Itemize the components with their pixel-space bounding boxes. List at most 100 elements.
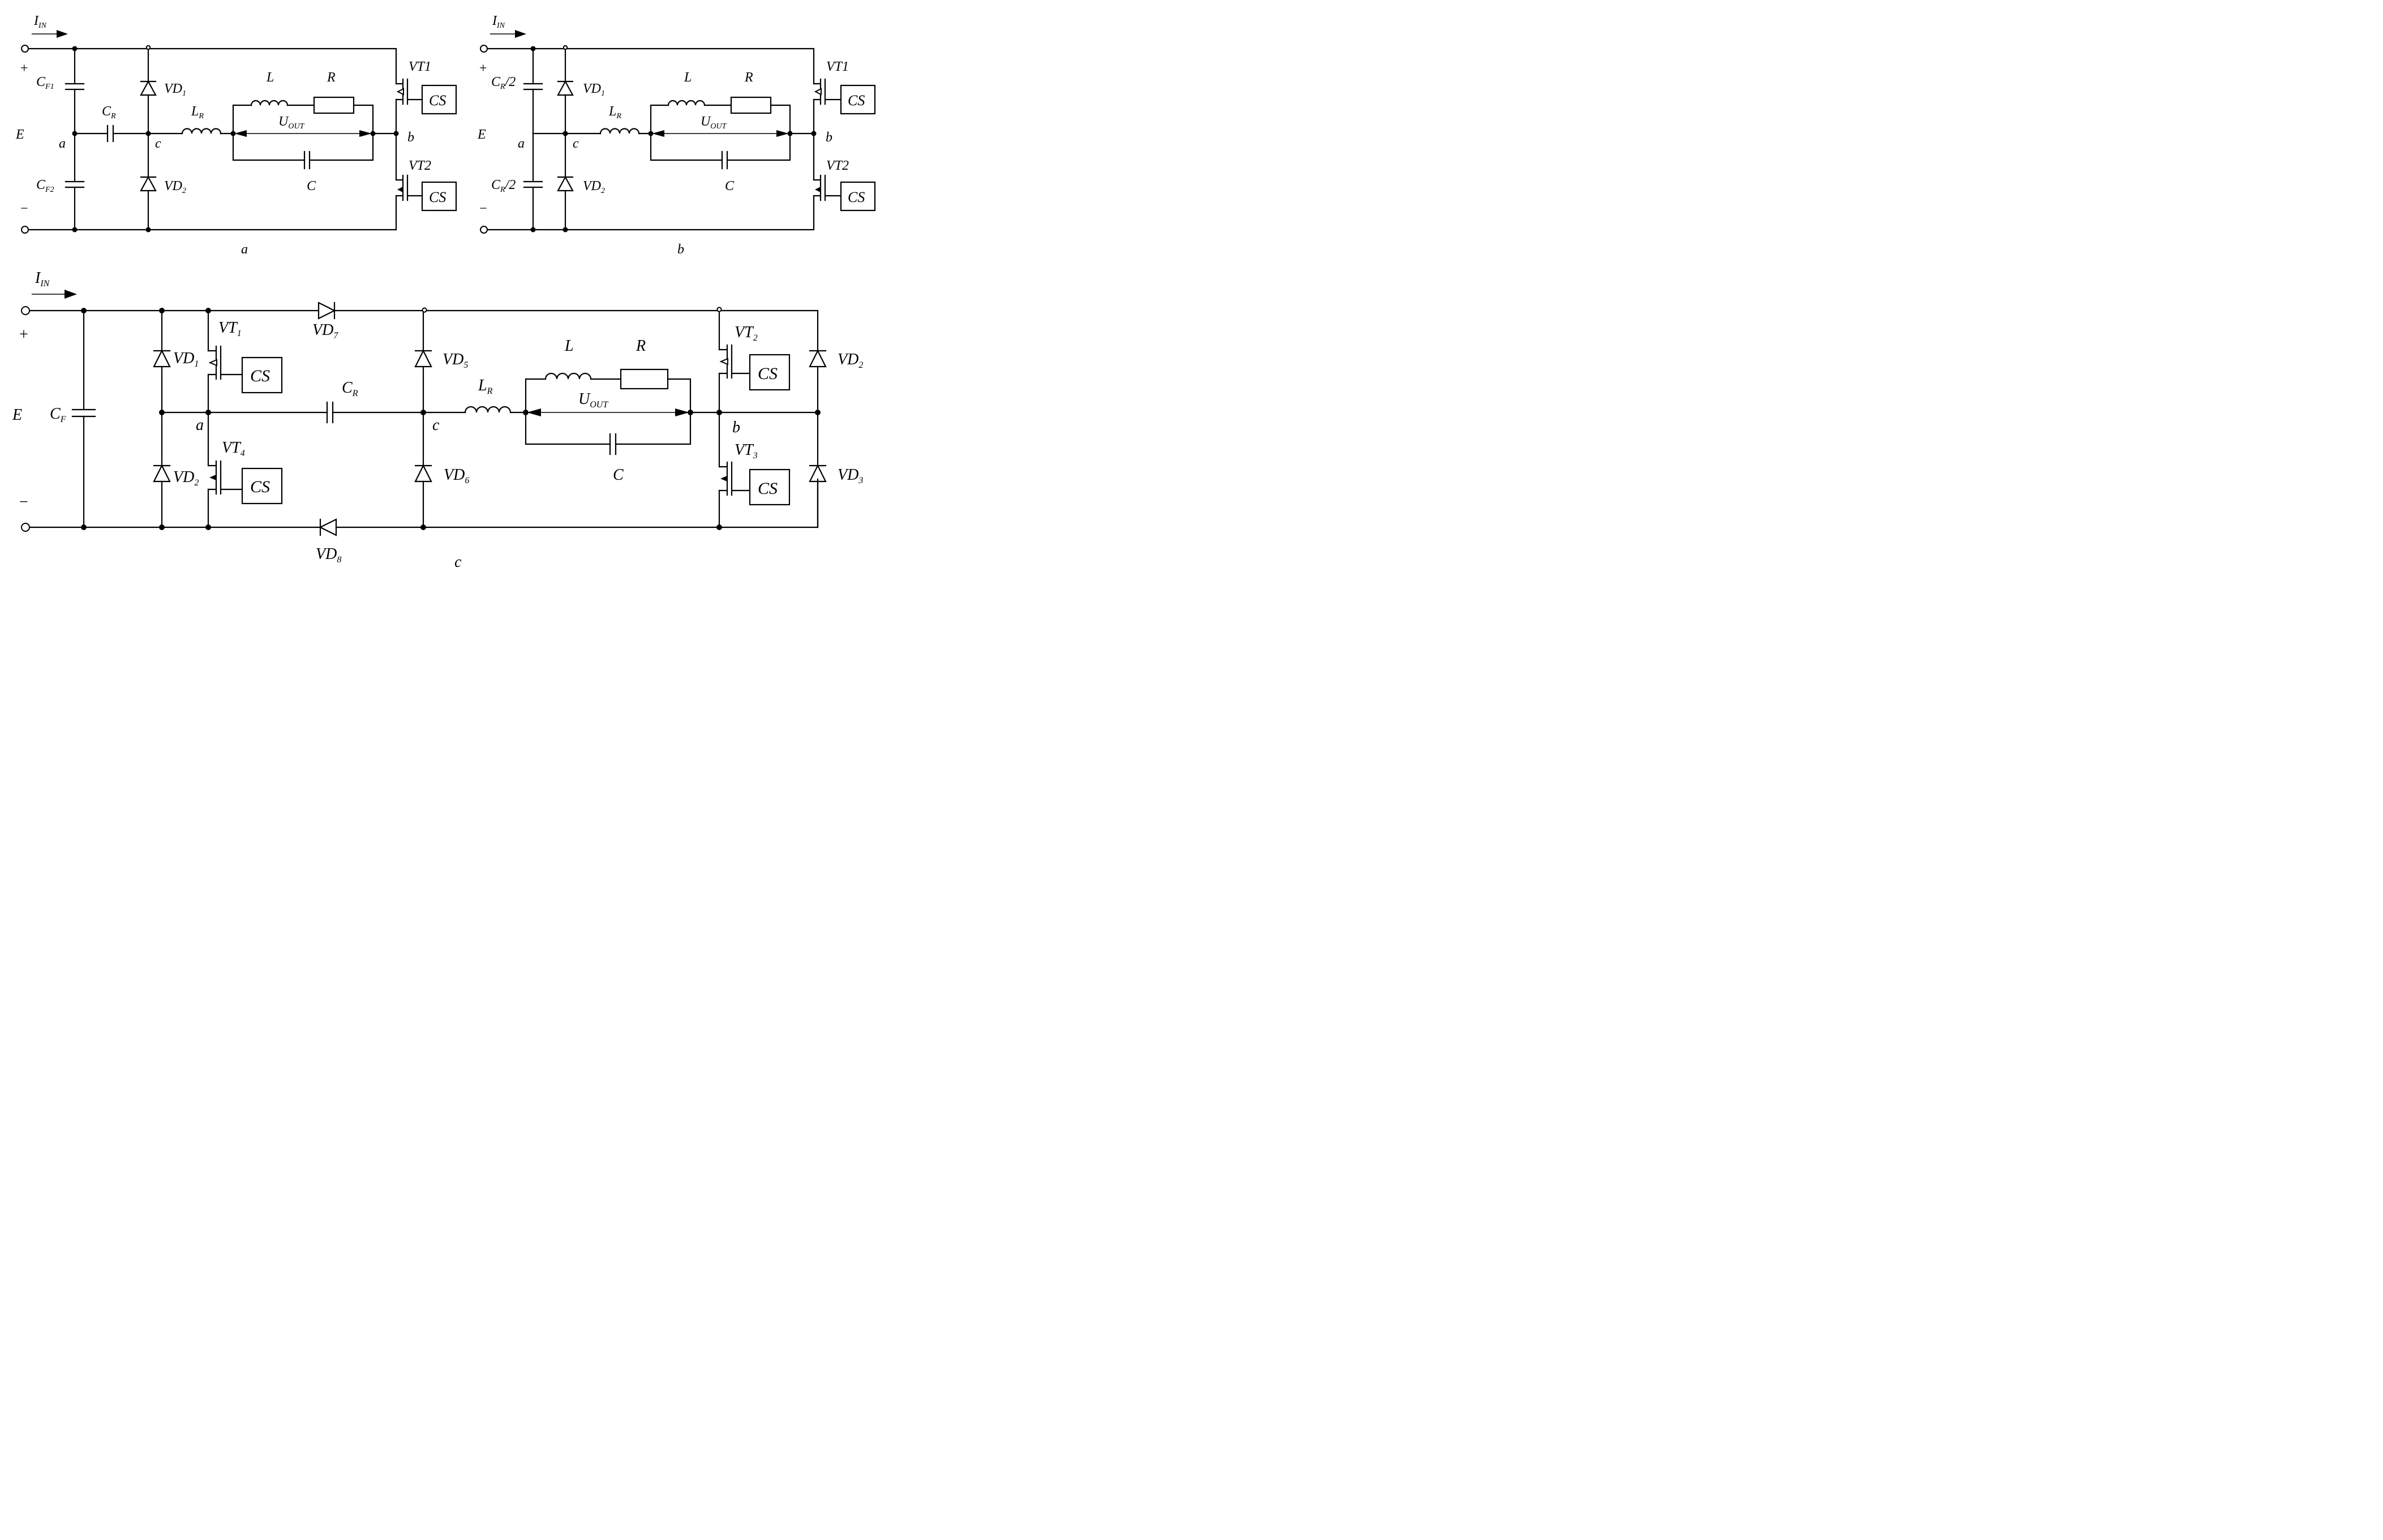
terminal-plus: [480, 45, 488, 53]
control-box-cs: [421, 181, 457, 212]
cf-label: CF: [50, 405, 66, 424]
input-current-label: IIN: [35, 269, 50, 289]
vd2-label: VD2: [583, 179, 605, 195]
diode-vd5: [414, 349, 432, 368]
cs-label: CS: [758, 364, 778, 383]
vt1-label: VT1: [218, 319, 242, 338]
cs-label: CS: [429, 189, 446, 205]
control-box-cs: [840, 84, 876, 115]
switch-vt1: [813, 78, 842, 105]
terminal-plus: [21, 45, 29, 53]
diode-vd6: [414, 464, 432, 483]
control-box-cs: [421, 84, 457, 115]
uout-label: UOUT: [278, 114, 305, 131]
capacitor-cf: [71, 408, 96, 418]
control-box-cs: [840, 181, 876, 212]
plus-sign: +: [20, 61, 28, 76]
caption-c: c: [454, 553, 462, 571]
terminal-minus: [21, 226, 29, 234]
capacitor-cr: [106, 124, 114, 143]
uout-arrow: [527, 408, 689, 416]
switch-vt4: [207, 460, 243, 495]
input-current-label: IIN: [33, 14, 47, 30]
load-l-label: L: [266, 70, 274, 85]
vt1-label: VT1: [409, 59, 431, 74]
load-capacitor-c: [609, 433, 617, 455]
cs-label: CS: [848, 92, 865, 109]
vt2-label: VT2: [735, 324, 758, 343]
cr-half-bottom-label: CR/2: [491, 178, 516, 194]
vt2-label: VT2: [826, 158, 849, 173]
vt2-label: VT2: [409, 158, 431, 173]
diode-vd2-right: [809, 349, 827, 368]
lr-label: LR: [478, 377, 493, 396]
control-box-cs: [241, 467, 283, 505]
panel-a: IIN + − E CF1 CF2 a CR VD1 VD2 c LR L R …: [15, 14, 457, 257]
cs-label: CS: [250, 478, 270, 496]
vd7-label: VD7: [312, 321, 338, 341]
node-b-label: b: [826, 130, 832, 145]
plus-sign: +: [479, 61, 487, 76]
uout-label: UOUT: [701, 114, 727, 131]
load-resistor-r: [313, 96, 355, 114]
capacitor-cf1: [65, 83, 85, 91]
load-resistor-r: [620, 368, 669, 390]
load-r-label: R: [327, 70, 336, 85]
inductor-lr: [599, 128, 640, 135]
inductor-lr: [181, 128, 222, 135]
switch-vt1: [207, 345, 243, 380]
uout-arrow: [652, 130, 789, 137]
load-inductor-l: [250, 100, 289, 106]
minus-sign: −: [19, 493, 28, 511]
lr-label: LR: [191, 104, 204, 121]
vt1-label: VT1: [826, 59, 849, 74]
minus-sign: −: [479, 201, 487, 216]
cf2-label: CF2: [36, 178, 54, 194]
diode-vd2: [557, 175, 574, 192]
source-label: E: [15, 127, 24, 142]
capacitor-cr: [326, 401, 334, 424]
capacitor-cr-half-bottom: [523, 180, 543, 188]
load-inductor-l: [544, 372, 592, 380]
source-label: E: [12, 406, 22, 424]
switch-vt2: [395, 174, 423, 201]
vd8-label: VD8: [316, 545, 341, 565]
vd2-left-label: VD2: [173, 468, 199, 488]
source-label: E: [477, 127, 486, 142]
vt3-label: VT3: [735, 441, 758, 461]
node-c-label: c: [155, 136, 161, 151]
load-c-label: C: [725, 179, 735, 193]
minus-sign: −: [20, 201, 28, 216]
plus-sign: +: [19, 326, 28, 343]
switch-vt2: [718, 344, 751, 379]
load-c-label: C: [307, 179, 316, 193]
vd1-label: VD1: [164, 81, 186, 98]
diode-vd7: [317, 302, 336, 320]
cf1-label: CF1: [36, 75, 54, 91]
terminal-minus: [480, 226, 488, 234]
cr-half-top-label: CR/2: [491, 75, 516, 91]
node-a-label: a: [196, 416, 204, 434]
diode-vd1: [140, 80, 157, 96]
vd1-label: VD1: [173, 350, 199, 369]
load-resistor-r: [730, 96, 772, 114]
caption-b: b: [677, 242, 684, 257]
panel-c: IIN + − E CF VD1 VD2 CS CS VT1 VT4 a VD7…: [12, 269, 863, 571]
load-capacitor-c: [721, 150, 728, 170]
vd3-label: VD3: [838, 466, 863, 485]
control-box-cs: [749, 354, 791, 391]
terminal-plus: [21, 306, 30, 315]
vd1-label: VD1: [583, 81, 605, 98]
uout-arrow: [234, 130, 372, 137]
load-r-label: R: [744, 70, 753, 85]
capacitor-cf2: [65, 180, 85, 188]
diode-vd1: [153, 349, 171, 368]
node-c-label: c: [432, 416, 440, 434]
terminal-minus: [21, 523, 30, 532]
load-l-label: L: [684, 70, 692, 85]
panel-b: IIN + − E CR/2 CR/2 a VD1 VD2 c LR L R C…: [477, 14, 876, 257]
vd2-right-label: VD2: [838, 351, 863, 370]
node-a-label: a: [518, 136, 525, 151]
cs-label: CS: [848, 189, 865, 205]
switch-vt2: [813, 174, 842, 201]
